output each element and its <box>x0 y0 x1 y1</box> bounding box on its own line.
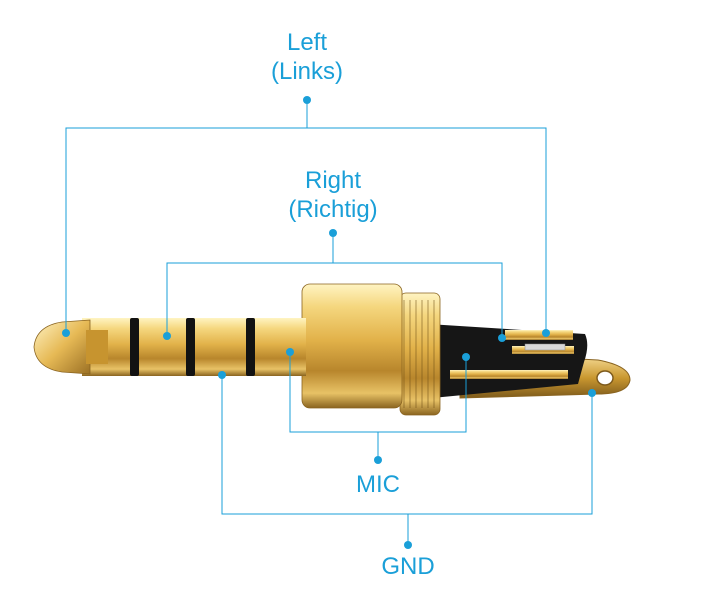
gnd-label: GND <box>381 552 434 581</box>
contact-strip-small <box>525 344 565 350</box>
tip-neck <box>86 330 108 364</box>
contact-strip-low <box>450 370 568 379</box>
gnd-label-text: GND <box>381 552 434 581</box>
insulator-ring-1 <box>130 318 139 376</box>
insulator-ring-2 <box>186 318 195 376</box>
left-label-line2: (Links) <box>271 57 343 86</box>
tip <box>34 320 90 374</box>
solder-tab-hole <box>597 371 613 385</box>
barrel <box>302 284 402 408</box>
right-label-line2: (Richtig) <box>288 195 377 224</box>
insulator-ring-3 <box>246 318 255 376</box>
right-channel-label: Right (Richtig) <box>288 166 377 224</box>
right-label-line1: Right <box>288 166 377 195</box>
left-label-line1: Left <box>271 28 343 57</box>
contact-strip-top <box>505 330 573 340</box>
left-channel-label: Left (Links) <box>271 28 343 86</box>
mic-label: MIC <box>356 470 400 499</box>
mic-label-text: MIC <box>356 470 400 499</box>
